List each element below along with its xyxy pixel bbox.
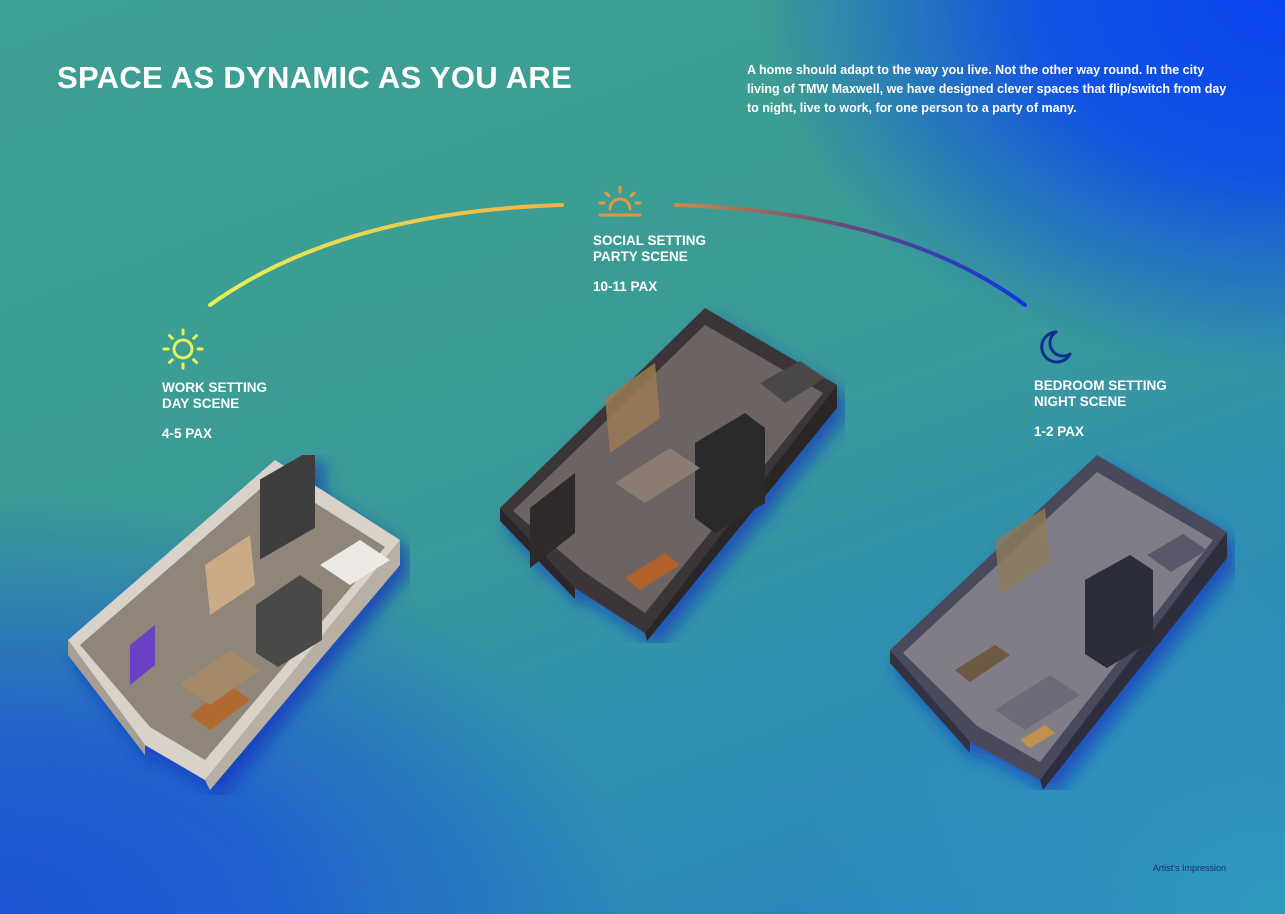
scene-setting-label: WORK SETTING	[162, 380, 267, 395]
scene-pax: 1-2 PAX	[1034, 424, 1085, 439]
artists-impression-note: Artist's Impression	[1152, 863, 1226, 873]
scene-bedroom-night: BEDROOM SETTING NIGHT SCENE 1-2 PAX	[1034, 328, 1167, 439]
scene-work-day: WORK SETTING DAY SCENE 4-5 PAX	[162, 328, 267, 441]
moon-icon	[1040, 330, 1072, 364]
scene-time-label: NIGHT SCENE	[1034, 394, 1127, 409]
room-render-night	[890, 455, 1227, 790]
scene-social-party: SOCIAL SETTING PARTY SCENE 10-11 PAX	[593, 185, 706, 294]
scene-pax: 10-11 PAX	[593, 279, 658, 294]
scene-time-label: DAY SCENE	[162, 396, 240, 411]
intro-paragraph: A home should adapt to the way you live.…	[747, 63, 1227, 115]
scene-time-label: PARTY SCENE	[593, 249, 688, 264]
scene-setting-label: SOCIAL SETTING	[593, 233, 707, 248]
scene-setting-label: BEDROOM SETTING	[1034, 378, 1167, 393]
sun-icon	[162, 328, 204, 370]
room-render-party	[500, 308, 837, 641]
arc-day-segment	[208, 203, 564, 307]
room-render-day	[68, 455, 400, 790]
arc-night-segment	[674, 203, 1027, 307]
scene-pax: 4-5 PAX	[162, 426, 213, 441]
page-title: SPACE AS DYNAMIC AS YOU ARE	[57, 60, 573, 95]
sunset-icon	[598, 185, 642, 217]
